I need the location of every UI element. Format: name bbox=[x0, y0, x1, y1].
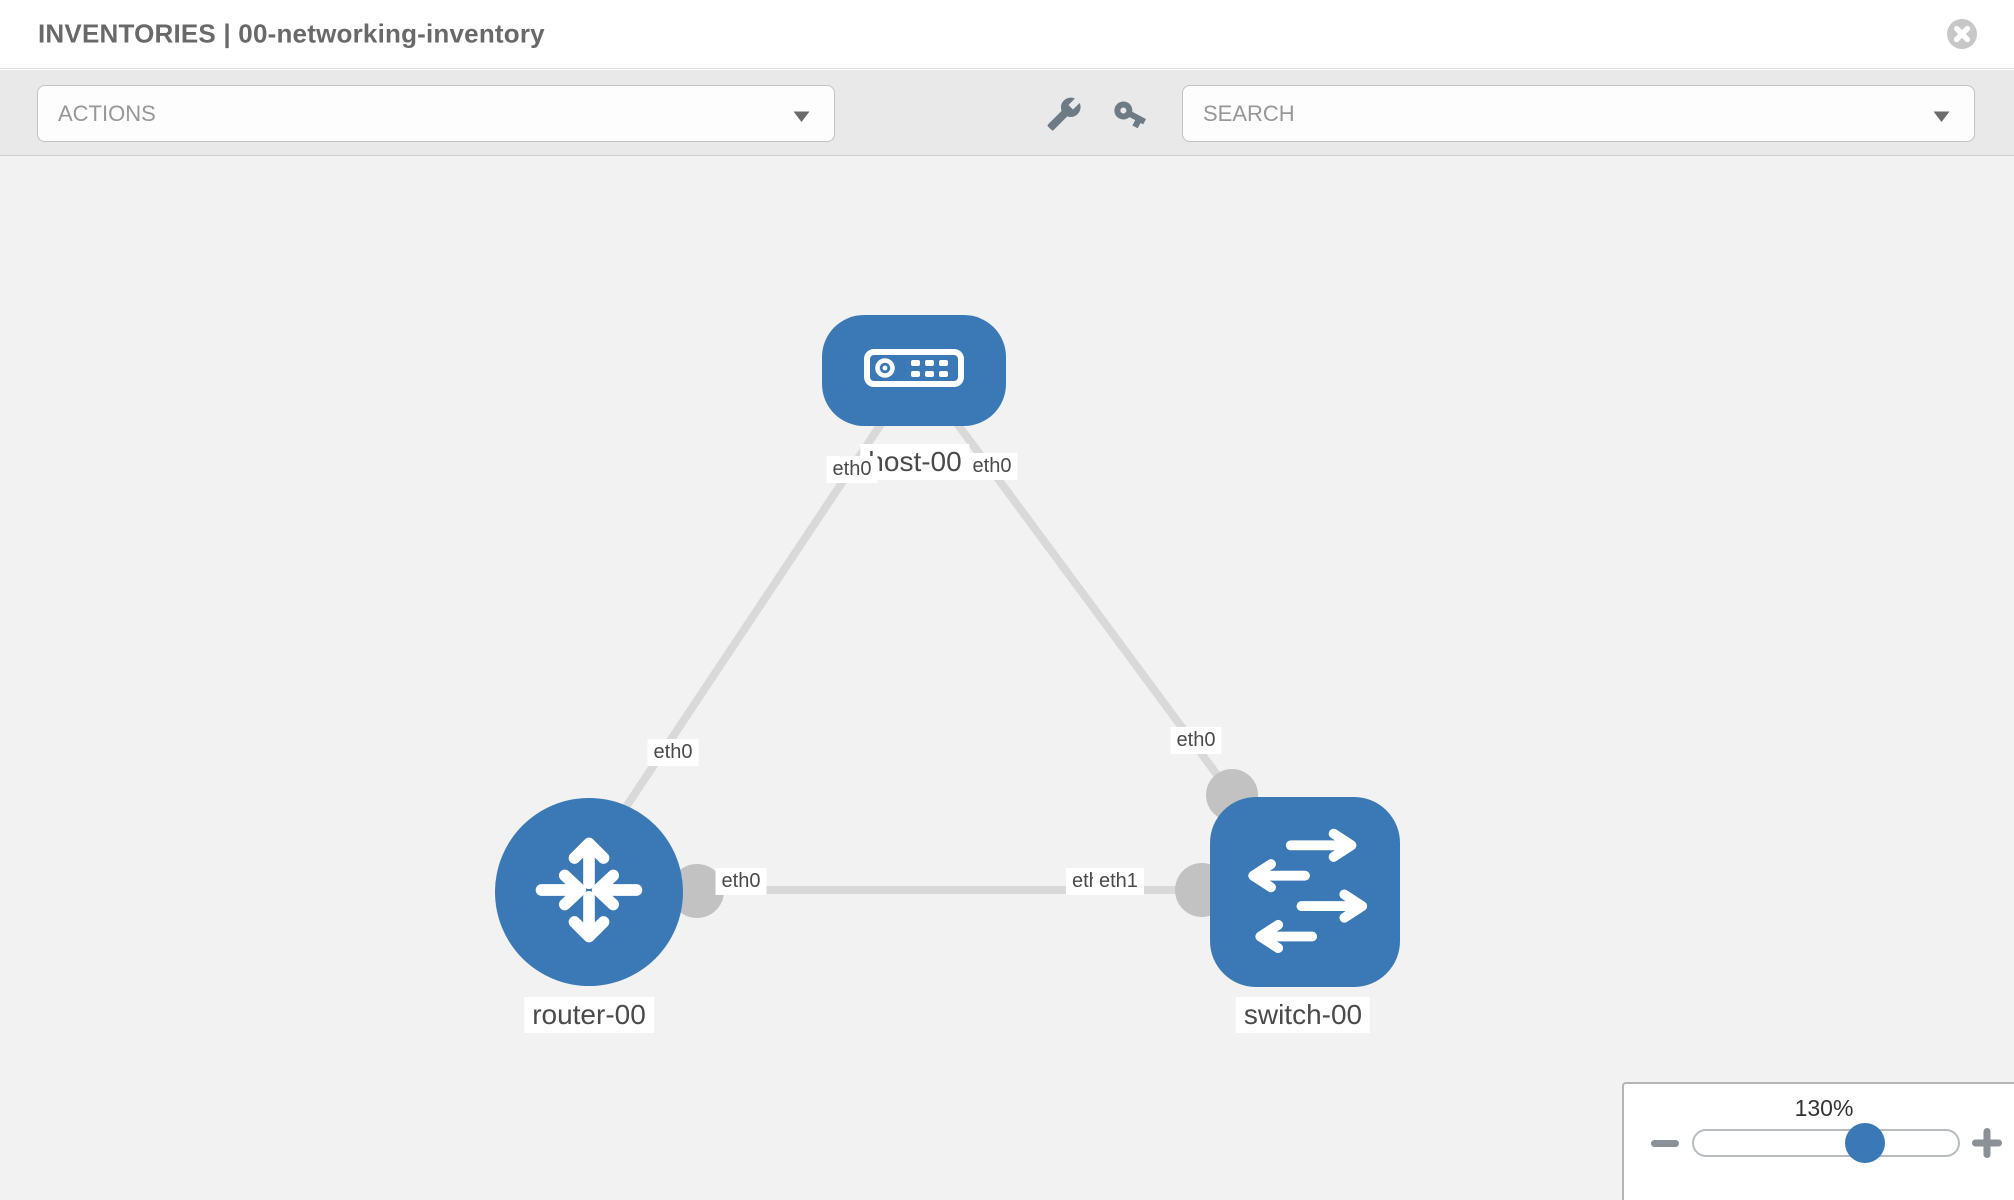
interface-label-switch-eth1: eth1 bbox=[1093, 868, 1144, 895]
zoom-slider-thumb[interactable] bbox=[1845, 1123, 1885, 1163]
wrench-icon bbox=[1046, 97, 1082, 135]
zoom-level-value: 130% bbox=[1794, 1095, 1854, 1121]
node-switch[interactable] bbox=[1210, 797, 1400, 987]
edges-svg bbox=[608, 374, 1258, 918]
actions-select[interactable]: ACTIONS bbox=[37, 85, 835, 142]
zoom-out-button[interactable] bbox=[1648, 1130, 1682, 1156]
close-icon bbox=[1946, 19, 1978, 53]
actions-select-label: ACTIONS bbox=[58, 100, 156, 126]
switch-icon bbox=[1246, 828, 1368, 954]
node-label-router: router-00 bbox=[524, 997, 654, 1034]
interface-label-host-eth0-right: eth0 bbox=[966, 453, 1018, 480]
interface-label-router-eth0-uplink: eth0 bbox=[647, 739, 699, 766]
connector-router-eth0[interactable] bbox=[670, 864, 724, 918]
router-icon bbox=[526, 827, 652, 958]
interface-label-router-eth0: eth0 bbox=[715, 868, 767, 895]
toolbar: ACTIONS SEARCH bbox=[0, 70, 2014, 156]
interface-label-host-eth0-left: eth0 bbox=[826, 456, 878, 483]
search-select[interactable]: SEARCH bbox=[1182, 85, 1975, 142]
page-title: INVENTORIES | 00-networking-inventory bbox=[38, 18, 545, 49]
plus-icon bbox=[1969, 1128, 2005, 1163]
interface-label-switch-eth0-uplink: eth0 bbox=[1170, 727, 1222, 754]
node-router[interactable] bbox=[495, 798, 683, 986]
header: INVENTORIES | 00-networking-inventory bbox=[0, 0, 2014, 69]
node-host[interactable] bbox=[822, 315, 1006, 426]
zoom-control-panel: 130% bbox=[1622, 1082, 2014, 1200]
minus-icon bbox=[1648, 1140, 1682, 1159]
host-server-icon bbox=[864, 348, 964, 393]
search-select-label: SEARCH bbox=[1203, 100, 1295, 126]
key-button[interactable] bbox=[1110, 96, 1150, 132]
wrench-button[interactable] bbox=[1044, 96, 1084, 132]
zoom-slider-track[interactable] bbox=[1692, 1129, 1960, 1157]
caret-down-icon bbox=[1933, 110, 1950, 128]
zoom-in-button[interactable] bbox=[1969, 1126, 2005, 1160]
key-icon bbox=[1110, 101, 1150, 135]
caret-down-icon bbox=[793, 110, 810, 128]
node-label-host: host-00 bbox=[860, 444, 970, 481]
close-button[interactable] bbox=[1946, 18, 1978, 50]
topology-canvas[interactable]: host-00 router-00 switch-00 eth0 eth0 et… bbox=[0, 156, 2014, 1200]
node-label-switch: switch-00 bbox=[1235, 997, 1371, 1034]
